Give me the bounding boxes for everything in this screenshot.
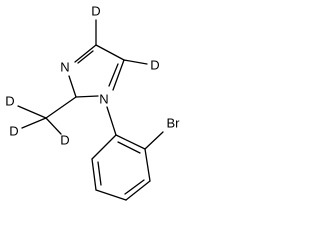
- atom-label-d-methyl-lower: D: [60, 132, 69, 147]
- molecule-diagram: D D N N Br D D D: [5, 3, 181, 201]
- atom-label-br: Br: [167, 115, 181, 130]
- bond-ar3-ar4-inner: [124, 179, 145, 195]
- imidazole-ring: [68, 44, 125, 98]
- bond-c5-n1-double: [108, 63, 119, 87]
- bond-ar1-ar2-inner: [117, 141, 141, 154]
- bond-ar3-ar4: [125, 180, 151, 201]
- bond-c5-n1: [112, 59, 125, 91]
- cd3-group: [17, 96, 77, 135]
- atom-label-n-aryl: N: [99, 91, 108, 106]
- bond-ar2-ar3: [144, 148, 151, 182]
- bond-ar5-ar6-inner: [97, 161, 102, 186]
- atom-label-n-imine: N: [60, 59, 69, 74]
- bond-c2-cmethyl: [45, 96, 77, 119]
- atom-label-d-methyl-left: D: [9, 123, 18, 138]
- bond-c4-c5: [95, 44, 125, 61]
- bond-ar2-br: [144, 131, 164, 150]
- bond-ar6-ar1: [91, 134, 117, 160]
- bond-n3-c2: [68, 75, 77, 98]
- atom-label-d-methyl-upper: D: [5, 93, 14, 108]
- bond-ar5-ar6: [91, 158, 97, 191]
- bond-cmethyl-d-lower: [45, 117, 62, 135]
- bond-c5-d: [123, 59, 148, 65]
- atom-label-d-top: D: [91, 3, 100, 18]
- bond-cmethyl-d-upper: [17, 105, 47, 119]
- bond-c4-n3-double: [77, 50, 94, 64]
- bond-n1-aryl: [106, 106, 117, 136]
- bond-cmethyl-d-left: [21, 117, 47, 129]
- benzene-ring: [91, 134, 151, 201]
- atom-label-d-right: D: [150, 57, 159, 72]
- bond-c4-n3: [74, 44, 97, 63]
- bond-ar4-ar5: [95, 189, 127, 201]
- bond-ar1-ar2: [115, 134, 146, 150]
- bond-c2-n1: [75, 95, 99, 98]
